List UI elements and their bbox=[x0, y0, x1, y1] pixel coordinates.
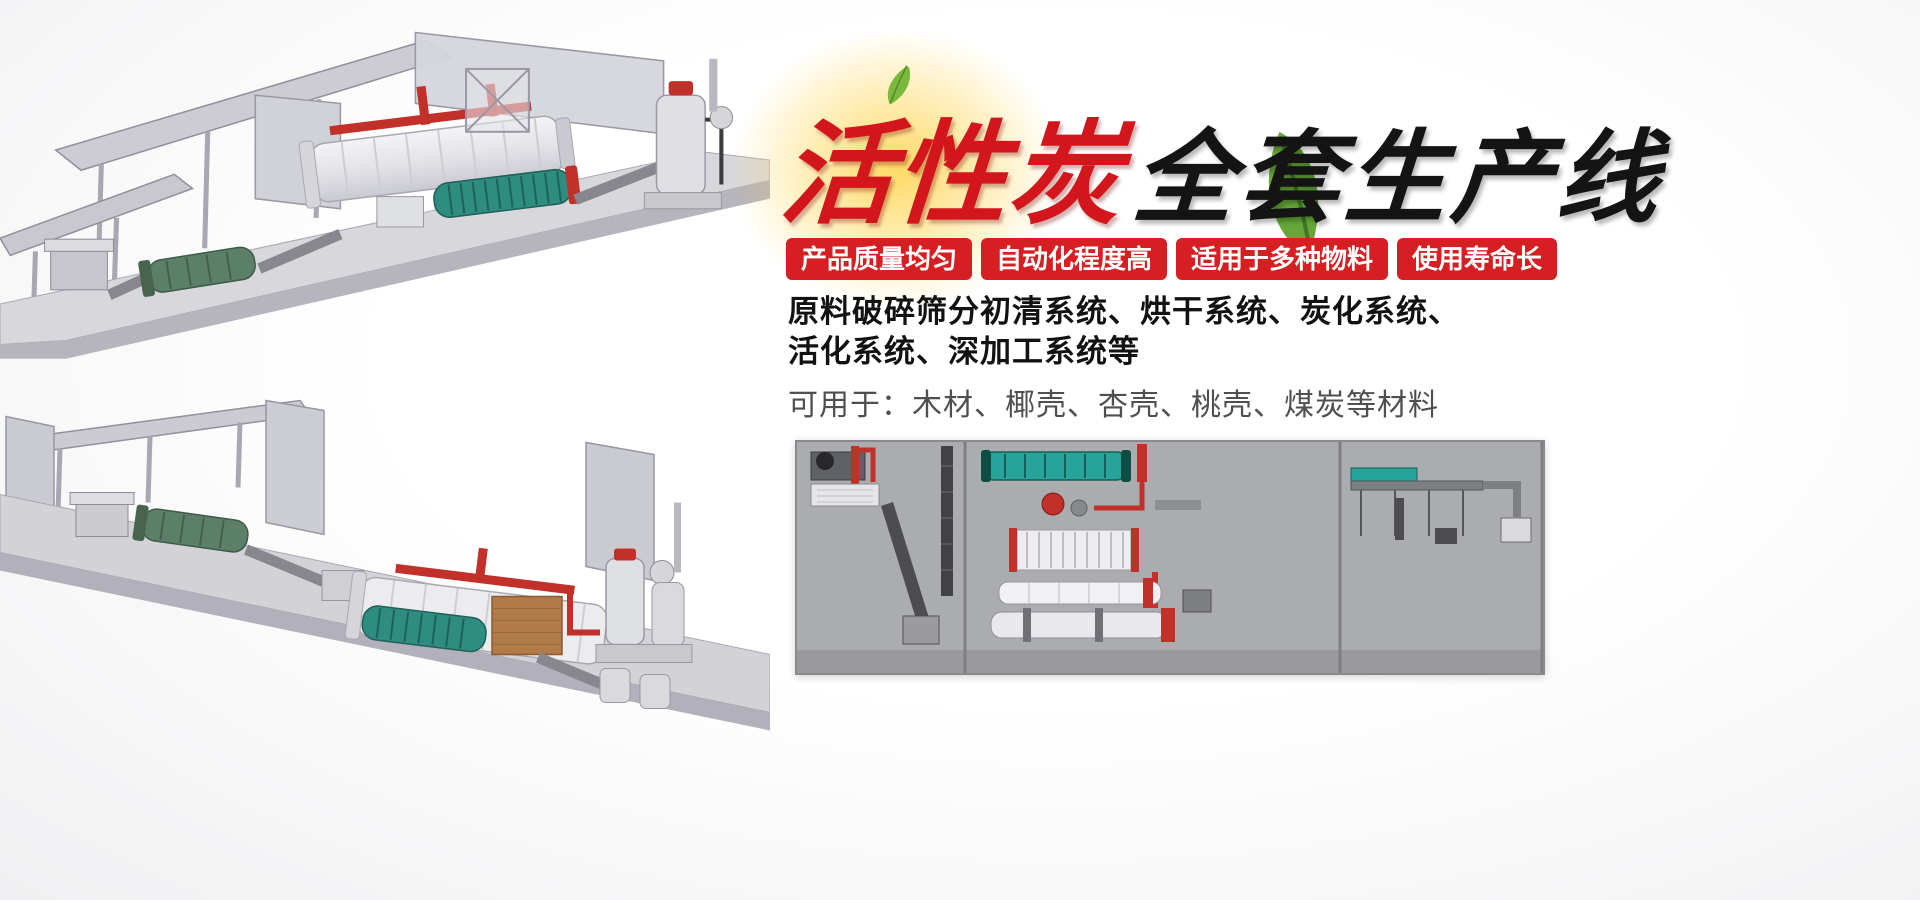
crusher-drum bbox=[132, 504, 249, 553]
cyclone-tower-assembly bbox=[595, 502, 693, 709]
diagram-floor-strip bbox=[795, 650, 1545, 675]
badge-multi-material: 适用于多种物料 bbox=[1176, 238, 1389, 280]
feed-hopper bbox=[44, 238, 114, 291]
diagram-cylinder-1 bbox=[998, 578, 1162, 608]
diagram-rotary-cylinder-2 bbox=[990, 608, 1175, 642]
elevator-frame bbox=[465, 67, 530, 133]
feed-hopper bbox=[69, 492, 135, 537]
diagram-drive-box bbox=[1182, 589, 1212, 613]
conveyor-3 bbox=[573, 162, 661, 205]
diagram-bucket-elevator bbox=[941, 446, 953, 596]
diagram-finned-exchanger bbox=[1009, 528, 1139, 572]
discharge-box bbox=[376, 196, 425, 228]
cooling-drum bbox=[433, 165, 582, 218]
badge-automation-level: 自动化程度高 bbox=[981, 238, 1168, 280]
cyclone-tank-assembly bbox=[643, 58, 734, 210]
conveyor-1 bbox=[244, 544, 330, 589]
description-line-1: 原料破碎筛分初清系统、烘干系统、炭化系统、 bbox=[788, 294, 1460, 329]
materials-line: 可用于：木材、椰壳、杏壳、桃壳、煤炭等材料 bbox=[788, 389, 1439, 422]
title-rest: 全套生产线 bbox=[1129, 123, 1668, 235]
diagram-cyclone-gray bbox=[1070, 499, 1088, 517]
red-pipe bbox=[567, 592, 600, 636]
badge-long-lifespan: 使用寿命长 bbox=[1397, 238, 1558, 280]
badge-quality-uniform: 产品质量均匀 bbox=[786, 238, 973, 280]
diagram-receiver-box bbox=[902, 615, 940, 645]
title-highlight: 活性炭 bbox=[776, 112, 1128, 237]
diagram-packing-conveyor bbox=[1350, 467, 1532, 544]
crusher-drum bbox=[138, 246, 256, 297]
diagram-incline-conveyor bbox=[881, 502, 929, 622]
conveyor-2 bbox=[257, 229, 343, 274]
feature-badges: 产品质量均匀 自动化程度高 适用于多种物料 使用寿命长 bbox=[786, 238, 1558, 280]
leaf-icon-small bbox=[887, 65, 910, 105]
production-line-3d-render-top bbox=[0, 31, 770, 359]
diagram-duct bbox=[1155, 500, 1201, 510]
production-line-3d-render-bottom bbox=[0, 399, 770, 731]
production-line-layout-diagram bbox=[795, 440, 1545, 675]
activation-drum bbox=[361, 605, 487, 653]
description-line-2: 活化系统、深加工系统等 bbox=[788, 334, 1140, 369]
page-title: 活性炭全套生产线 bbox=[731, 29, 1667, 309]
layout-diagram-svg bbox=[795, 440, 1545, 675]
diagram-feeder-cluster bbox=[810, 446, 880, 507]
diagram-cyclone-red bbox=[1041, 492, 1065, 516]
description-block: 原料破碎筛分初清系统、烘干系统、炭化系统、 活化系统、深加工系统等 可用于：木材… bbox=[788, 292, 1460, 424]
brick-furnace bbox=[491, 595, 563, 656]
diagram-teal-drum bbox=[981, 450, 1131, 482]
diagram-wall-dividers bbox=[963, 440, 1544, 675]
conveyor-3 bbox=[536, 652, 612, 693]
